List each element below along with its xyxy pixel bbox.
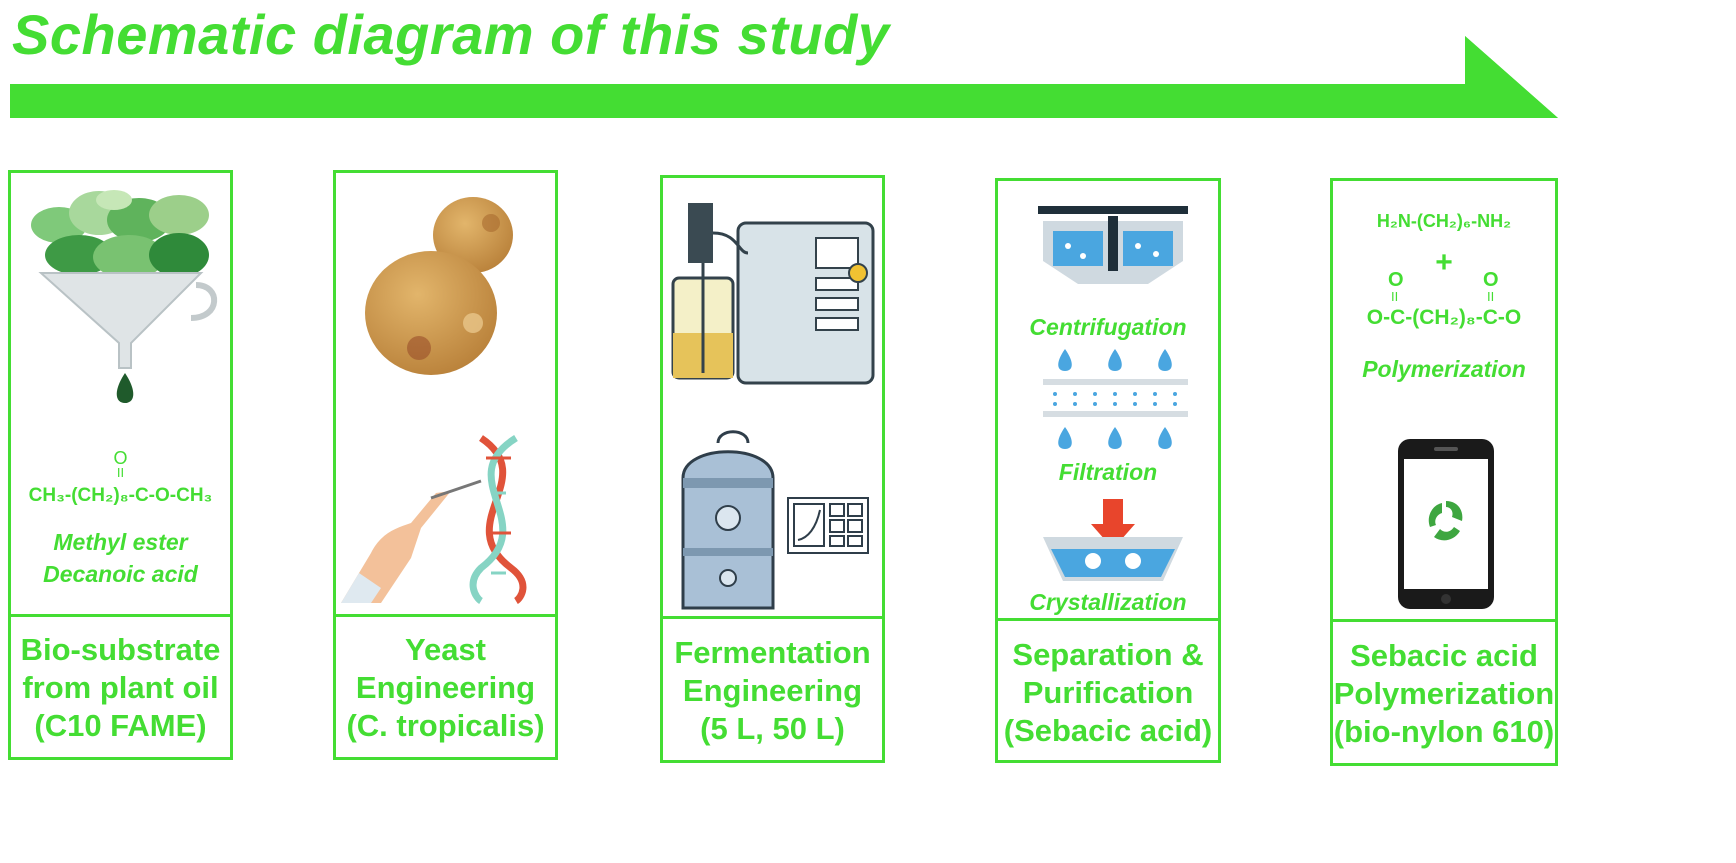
- step-crystallization: Crystallization: [1029, 589, 1187, 615]
- recycle-leaf-icon: [1428, 501, 1463, 541]
- caption-line: (bio-nylon 610): [1333, 714, 1555, 749]
- caption-line: Fermentation: [674, 635, 871, 670]
- caption-fermentation: Fermentation Engineering (5 L, 50 L): [663, 634, 882, 748]
- caption-line: from plant oil: [22, 670, 219, 705]
- filtration-icon: [1043, 349, 1188, 449]
- formula-carbonyl-o: O: [113, 448, 128, 468]
- step-polymerization: Polymerization: [1362, 356, 1526, 382]
- plant-leaves-icon: [31, 190, 209, 279]
- sebacic-acid-formula: O-C-(CH₂)₈-C-O: [1366, 306, 1522, 329]
- crystallization-icon: [1043, 499, 1183, 581]
- acid-carbonyl-o-right: O: [1483, 269, 1499, 291]
- caption-line: Engineering: [355, 670, 536, 705]
- bioreactor-icon: [671, 203, 875, 385]
- caption-line: Polymerization: [1333, 676, 1555, 711]
- substrate-name-line1: Methyl ester: [53, 529, 188, 555]
- step-centrifugation: Centrifugation: [1029, 314, 1187, 340]
- fermenter-tank-icon: [681, 430, 869, 610]
- caption-bio-substrate: Bio-substrate from plant oil (C10 FAME): [11, 631, 230, 745]
- substrate-name-line2: Decanoic acid: [43, 561, 198, 587]
- caption-line: Purification: [1022, 675, 1194, 710]
- caption-line: Yeast: [404, 632, 486, 667]
- caption-line: (C10 FAME): [34, 708, 207, 743]
- progress-arrow-icon: [10, 36, 1558, 118]
- caption-separation: Separation & Purification (Sebacic acid): [998, 636, 1218, 750]
- panel-polymerization: H₂N-(CH₂)₆-NH₂ + O O II II O-C-(CH₂)₈-C-…: [1330, 178, 1558, 766]
- caption-line: (Sebacic acid): [1003, 713, 1213, 748]
- plus-sign: +: [1435, 246, 1453, 279]
- caption-line: Sebacic acid: [1350, 638, 1538, 673]
- methyl-ester-formula: CH₃-(CH₂)₈-C-O-CH₃: [28, 485, 213, 506]
- step-filtration: Filtration: [1058, 459, 1158, 485]
- acid-bond-right: II: [1487, 289, 1495, 304]
- caption-line: (5 L, 50 L): [700, 711, 845, 746]
- caption-line: Engineering: [682, 673, 863, 708]
- caption-yeast: Yeast Engineering (C. tropicalis): [336, 631, 555, 745]
- diagram-title: Schematic diagram of this study: [12, 3, 890, 66]
- yeast-cell-icon: [365, 197, 513, 375]
- acid-carbonyl-o-left: O: [1388, 269, 1404, 291]
- funnel-icon: [38, 272, 218, 403]
- diamine-formula: H₂N-(CH₂)₆-NH₂: [1376, 211, 1512, 231]
- centrifuge-tank-icon: [1038, 206, 1188, 284]
- panel-separation: Centrifugation Filtration Crystallizatio…: [995, 178, 1221, 763]
- caption-line: (C. tropicalis): [346, 708, 545, 743]
- caption-polymerization: Sebacic acid Polymerization (bio-nylon 6…: [1333, 637, 1555, 751]
- formula-double-bond: II: [116, 465, 125, 480]
- acid-bond-left: II: [1391, 289, 1399, 304]
- caption-line: Bio-substrate: [20, 632, 221, 667]
- dna-editing-icon: [341, 435, 527, 604]
- panel-bio-substrate: O II CH₃-(CH₂)₈-C-O-CH₃ Methyl ester Dec…: [8, 170, 233, 760]
- smartphone-icon: [1398, 439, 1494, 609]
- caption-line: Separation &: [1012, 637, 1204, 672]
- panel-fermentation: Fermentation Engineering (5 L, 50 L): [660, 175, 885, 763]
- panel-yeast: Yeast Engineering (C. tropicalis): [333, 170, 558, 760]
